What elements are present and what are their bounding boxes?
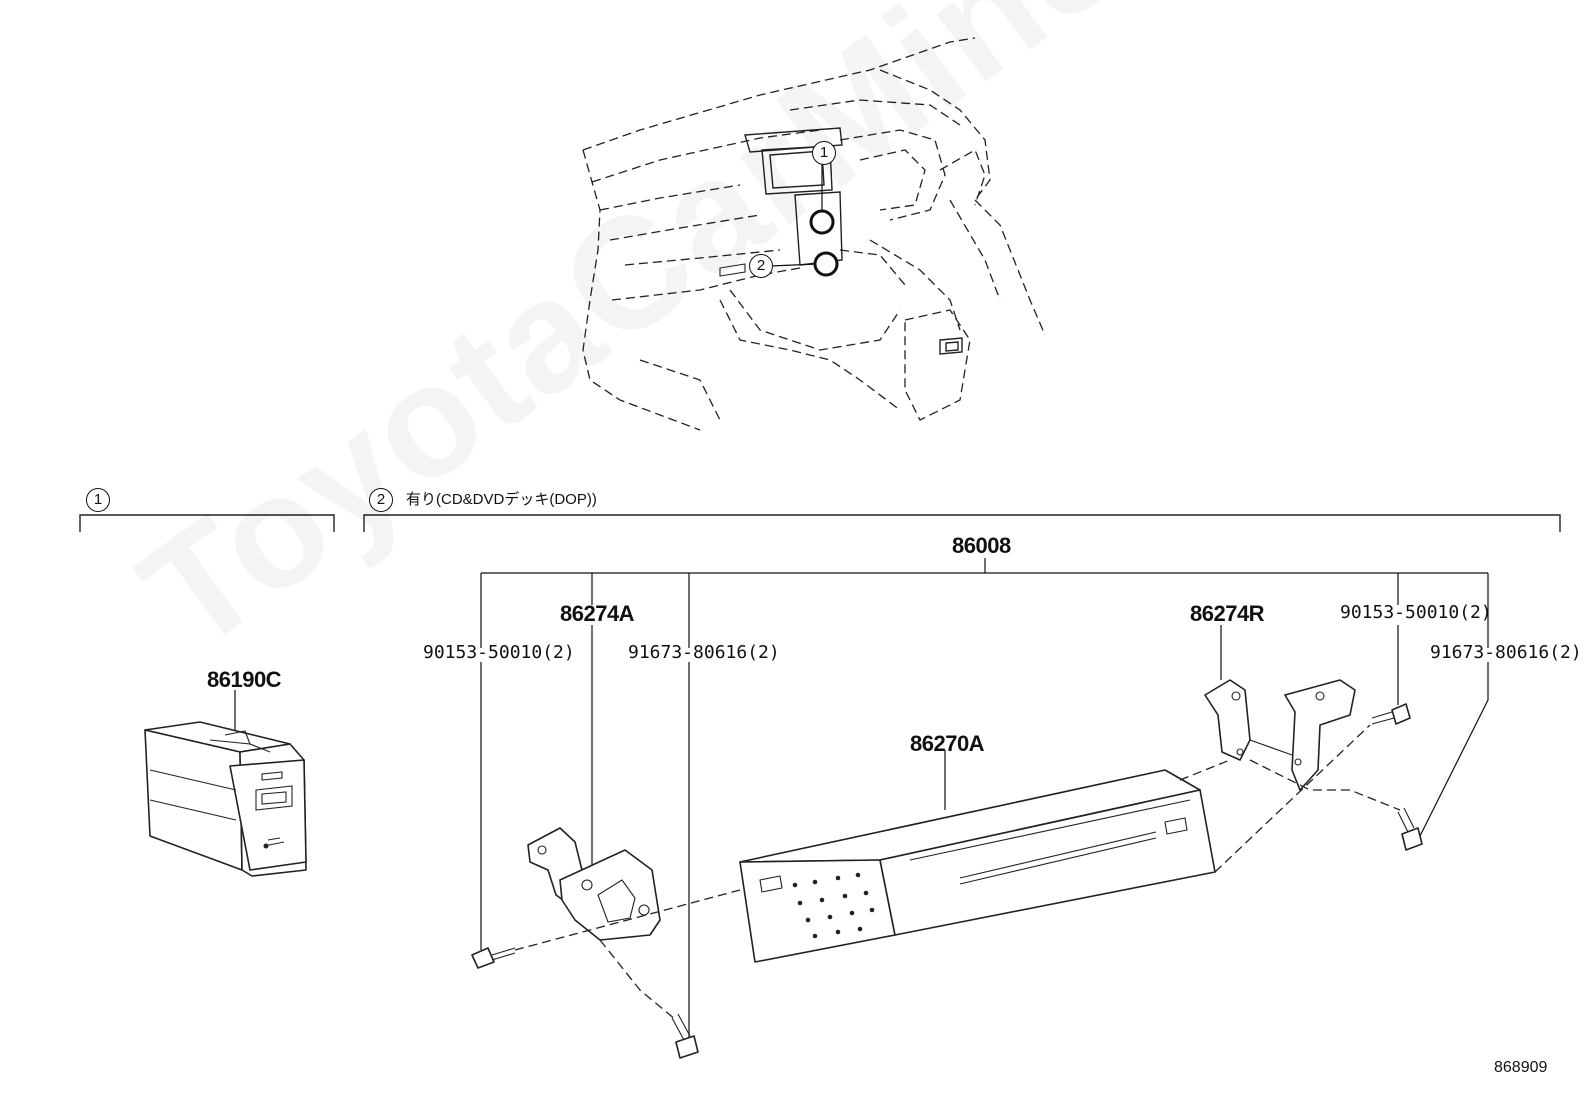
callout-leaders [769, 162, 839, 277]
bracket-86274a [527, 827, 661, 941]
section-1-bracket [79, 514, 335, 532]
part-86190c[interactable]: 86190C [207, 667, 282, 692]
cd-dvd-deck-86270a [739, 769, 1216, 963]
part-bolt-left[interactable]: 91673-80616(2) [628, 642, 780, 663]
part-screw-right[interactable]: 90153-50010(2) [1340, 602, 1492, 623]
fastening-paths [514, 724, 1401, 1021]
section-2-marker: 2 [369, 488, 393, 512]
usb-port-86190c [144, 721, 307, 877]
callout-1-marker[interactable]: 1 [812, 141, 836, 165]
section-1-marker: 1 [86, 488, 110, 512]
section-2-bracket [363, 514, 1561, 532]
part-screw-left[interactable]: 90153-50010(2) [423, 642, 575, 663]
part-86274a[interactable]: 86274A [560, 601, 635, 626]
callout-2-marker[interactable]: 2 [749, 254, 773, 278]
part-86270a[interactable]: 86270A [910, 731, 985, 756]
screw-left [471, 947, 516, 969]
part-86274r[interactable]: 86274R [1190, 601, 1265, 626]
assembly-86008-leaders [234, 558, 1489, 1040]
bolt-right [1397, 807, 1423, 851]
section-2-note: 有り(CD&DVDデッキ(DOP)) [406, 491, 597, 508]
dashboard-illustration [582, 37, 1046, 431]
figure-code: 868909 [1494, 1059, 1548, 1076]
part-86008[interactable]: 86008 [952, 533, 1011, 558]
deck-side-holes [792, 872, 875, 939]
bracket-86274r [1204, 679, 1356, 791]
screw-right [1371, 703, 1411, 725]
part-bolt-right[interactable]: 91673-80616(2) [1430, 642, 1582, 663]
bolt-left [671, 1013, 699, 1059]
